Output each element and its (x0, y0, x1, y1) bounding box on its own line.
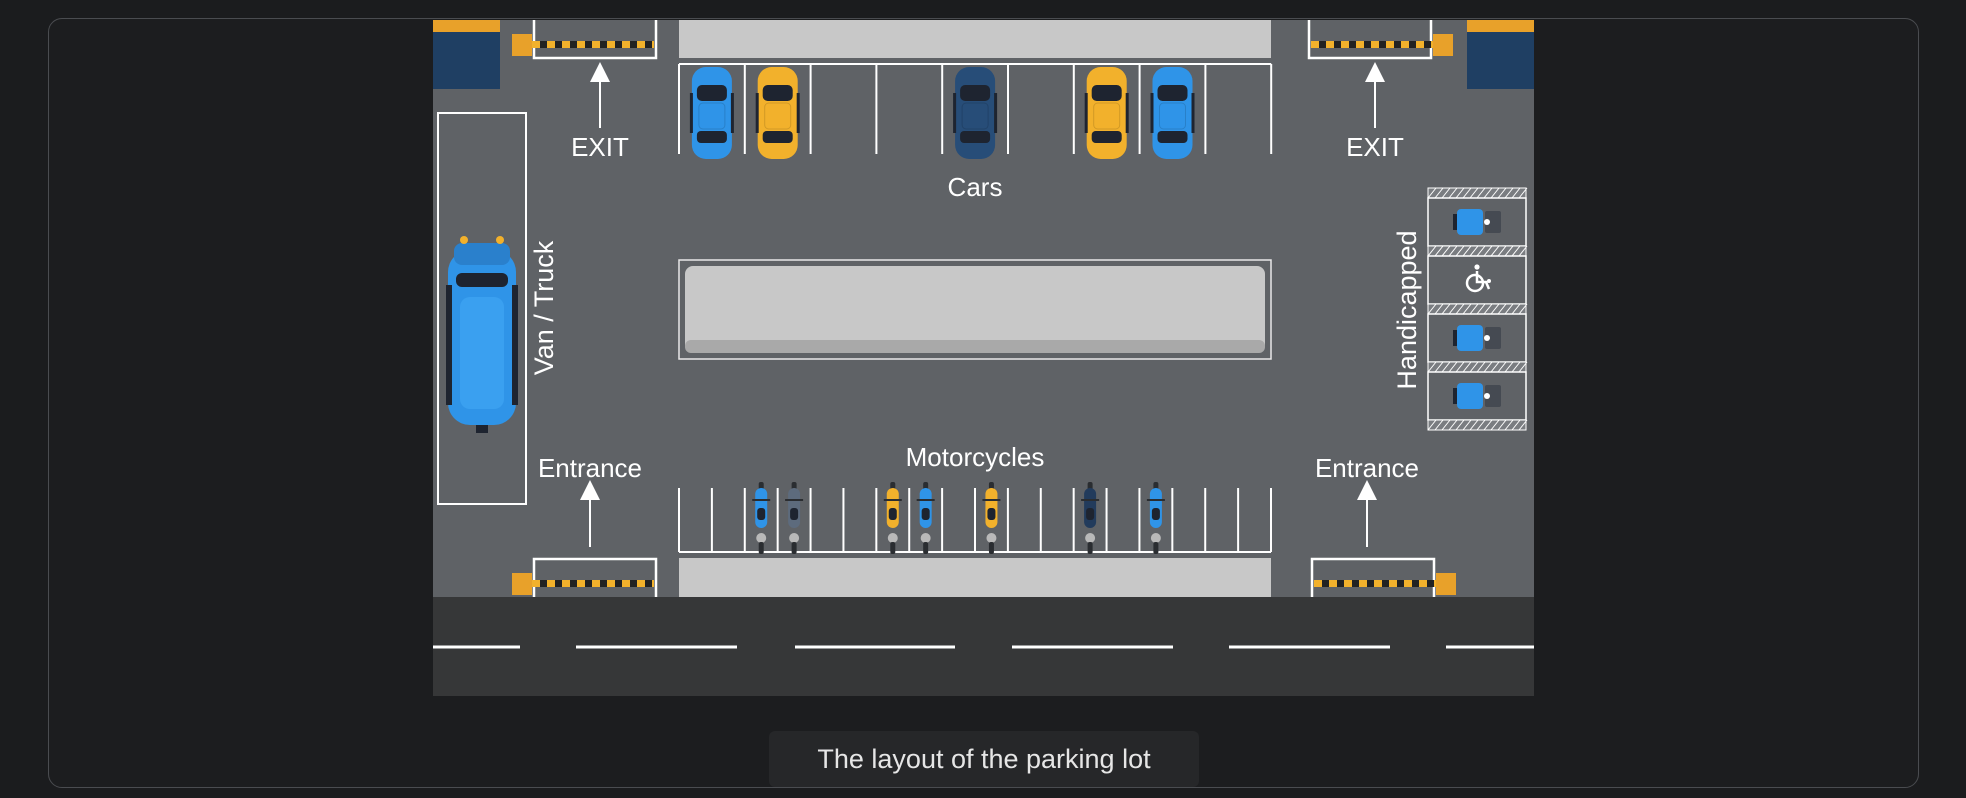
motorcycles-label: Motorcycles (906, 442, 1045, 472)
car-icon (755, 67, 800, 159)
center-island (685, 266, 1265, 353)
wheelchair-vehicle-icon (1453, 383, 1501, 409)
motorcycle-icon (883, 482, 902, 554)
car-icon (1084, 67, 1129, 159)
motorcycle-icon (752, 482, 771, 554)
bottom-curb (679, 558, 1271, 597)
van-truck-label: Van / Truck (529, 240, 559, 375)
entrance-gate-right (1310, 557, 1456, 597)
wheelchair-icon (1465, 264, 1491, 293)
exit-gate-left (512, 20, 658, 60)
center-island-shadow (685, 340, 1265, 353)
wheelchair-vehicle-icon (1453, 325, 1501, 351)
motorcycle-icon (1146, 482, 1165, 554)
hatch-band (1427, 361, 1528, 373)
motorcycle-stalls (678, 488, 1272, 553)
hatch-band (1427, 187, 1528, 199)
wheelchair-vehicle-icon (1453, 209, 1501, 235)
van-icon (446, 236, 518, 433)
car-icon (689, 67, 734, 159)
cars-label: Cars (948, 172, 1003, 202)
car-icon (953, 67, 998, 159)
hatch-band (1427, 245, 1528, 257)
exit-left-label: EXIT (571, 132, 629, 162)
motorcycle-icon (1081, 482, 1100, 554)
figure-caption: The layout of the parking lot (769, 731, 1199, 787)
exit-right-label: EXIT (1346, 132, 1404, 162)
entrance-right-label: Entrance (1315, 453, 1419, 483)
center-island-outline (678, 259, 1272, 360)
exit-gate-right (1307, 20, 1453, 60)
motorcycles-group (752, 482, 1165, 554)
entrance-left-label: Entrance (538, 453, 642, 483)
motorcycle-icon (785, 482, 804, 554)
motorcycle-icon (916, 482, 935, 554)
entrance-gate-left (512, 557, 658, 597)
booth-top-right (1467, 20, 1534, 89)
handicapped-stalls (1427, 187, 1528, 431)
cars-group (689, 67, 1195, 159)
top-curb (679, 20, 1271, 58)
car-stalls (678, 63, 1273, 154)
car-icon (1150, 67, 1195, 159)
van-stall (437, 112, 527, 505)
motorcycle-icon (982, 482, 1001, 554)
booth-top-left (433, 20, 500, 89)
hatch-band (1427, 303, 1528, 315)
parking-lot-diagram: EXIT EXIT Cars Van / Truck Handicapped M… (433, 20, 1534, 696)
handicapped-label: Handicapped (1392, 230, 1422, 389)
hatch-band (1427, 419, 1528, 431)
